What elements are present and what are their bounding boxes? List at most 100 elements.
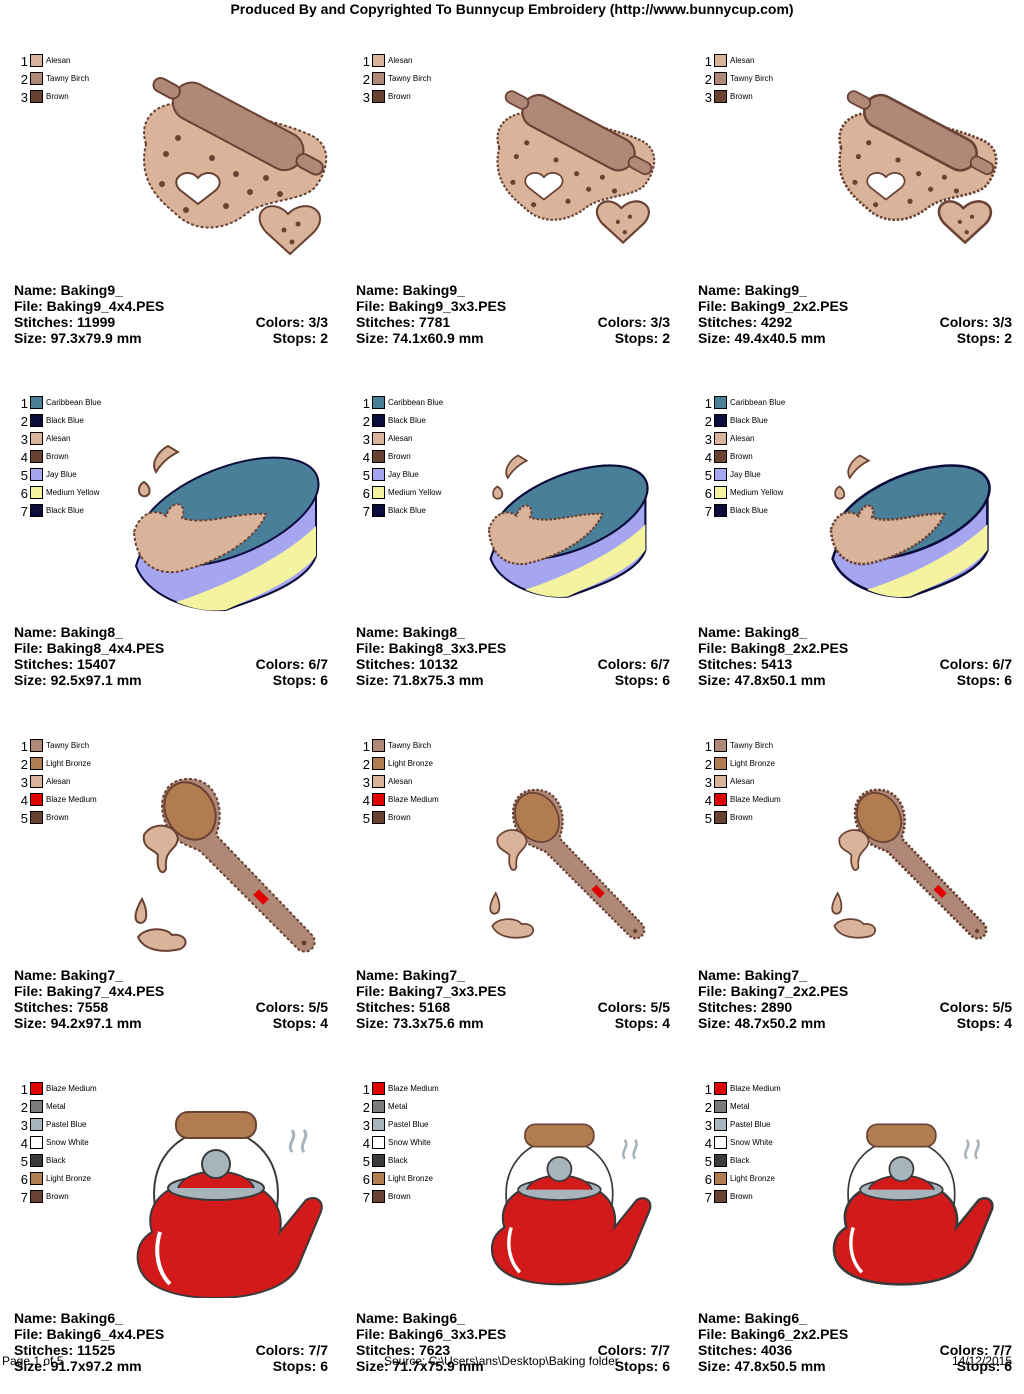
- file-name: File: Baking8_4x4.PES: [14, 640, 165, 656]
- thread-name: Brown: [388, 1192, 411, 1201]
- stop-count: Stops: 2: [272, 330, 328, 346]
- wooden-spoon-design: [134, 777, 316, 953]
- thread-swatch: [30, 72, 43, 85]
- design-size: Size: 49.4x40.5 mm: [698, 330, 826, 346]
- thread-swatch: [30, 432, 43, 445]
- thread-number: 4: [20, 793, 28, 808]
- thread-number: 5: [362, 1154, 370, 1169]
- thread-name: Light Bronze: [46, 759, 91, 768]
- thread-number: 4: [704, 450, 712, 465]
- thread-name: Blaze Medium: [388, 795, 439, 804]
- thread-name: Metal: [388, 1102, 408, 1111]
- thread-swatch: [372, 1136, 385, 1149]
- wooden-spoon-design: [831, 788, 988, 940]
- thread-swatch: [714, 54, 727, 67]
- thread-name: Alesan: [388, 777, 413, 786]
- thread-swatch: [714, 486, 727, 499]
- thread-swatch: [714, 811, 727, 824]
- color-count: Colors: 3/3: [939, 314, 1012, 330]
- thread-name: Caribbean Blue: [730, 398, 786, 407]
- thread-number: 3: [20, 1118, 28, 1133]
- thread-number: 6: [362, 1172, 370, 1187]
- thread-swatch: [372, 1118, 385, 1131]
- mixing-bowl-design: [132, 444, 320, 612]
- file-name: File: Baking8_2x2.PES: [698, 640, 849, 656]
- thread-swatch: [372, 1082, 385, 1095]
- thread-number: 1: [362, 54, 370, 69]
- rolling-pin-design: [496, 90, 656, 244]
- stop-count: Stops: 4: [614, 1015, 670, 1031]
- stitch-count: Stitches: 4292: [698, 314, 793, 330]
- thread-swatch: [30, 1100, 43, 1113]
- thread-swatch: [372, 396, 385, 409]
- tea-kettle-design: [136, 1111, 323, 1298]
- thread-number: 3: [362, 1118, 370, 1133]
- thread-swatch: [714, 90, 727, 103]
- thread-swatch: [30, 1118, 43, 1131]
- design-name: Name: Baking7_: [14, 967, 123, 983]
- thread-swatch: [30, 793, 43, 806]
- thread-name: Alesan: [730, 434, 755, 443]
- thread-number: 5: [704, 468, 712, 483]
- design-name: Name: Baking7_: [698, 967, 807, 983]
- design-image: [490, 1123, 652, 1286]
- thread-swatch: [30, 1136, 43, 1149]
- thread-name: Blaze Medium: [730, 795, 781, 804]
- thread-number: 2: [704, 757, 712, 772]
- thread-number: 7: [20, 1190, 28, 1205]
- thread-swatch: [714, 432, 727, 445]
- thread-number: 4: [20, 1136, 28, 1151]
- thread-number: 6: [20, 486, 28, 501]
- color-count: Colors: 7/7: [597, 1342, 670, 1358]
- thread-name: Black Blue: [730, 506, 768, 515]
- thread-name: Alesan: [388, 434, 413, 443]
- mixing-bowl-design: [487, 454, 649, 598]
- thread-name: Light Bronze: [388, 1174, 433, 1183]
- page-footer: Page 1 of 5 Source: C:\Users\ans\Desktop…: [0, 1354, 1024, 1370]
- thread-name: Brown: [730, 452, 753, 461]
- thread-swatch: [30, 1172, 43, 1185]
- thread-name: Brown: [46, 1192, 69, 1201]
- color-count: Colors: 5/5: [255, 999, 328, 1015]
- thread-swatch: [30, 486, 43, 499]
- file-name: File: Baking7_3x3.PES: [356, 983, 507, 999]
- color-count: Colors: 5/5: [597, 999, 670, 1015]
- thread-number: 1: [20, 54, 28, 69]
- design-name: Name: Baking7_: [356, 967, 465, 983]
- thread-number: 7: [362, 1190, 370, 1205]
- thread-swatch: [30, 414, 43, 427]
- thread-number: 2: [20, 72, 28, 87]
- thread-number: 2: [362, 72, 370, 87]
- thread-name: Alesan: [46, 777, 71, 786]
- thread-name: Alesan: [730, 56, 755, 65]
- thread-number: 3: [704, 432, 712, 447]
- thread-number: 4: [20, 450, 28, 465]
- design-image: [829, 454, 991, 598]
- thread-number: 3: [20, 90, 28, 105]
- thread-name: Black Blue: [46, 416, 84, 425]
- thread-name: Blaze Medium: [730, 1084, 781, 1093]
- thread-name: Metal: [46, 1102, 66, 1111]
- thread-name: Jay Blue: [46, 470, 77, 479]
- design-image: [831, 788, 988, 940]
- thread-swatch: [372, 1100, 385, 1113]
- stop-count: Stops: 2: [956, 330, 1012, 346]
- thread-number: 2: [20, 414, 28, 429]
- thread-number: 1: [20, 1082, 28, 1097]
- thread-swatch: [30, 90, 43, 103]
- file-name: File: Baking6_2x2.PES: [698, 1326, 849, 1342]
- thread-number: 1: [362, 396, 370, 411]
- thread-swatch: [714, 504, 727, 517]
- thread-swatch: [372, 757, 385, 770]
- thread-number: 2: [20, 1100, 28, 1115]
- thread-swatch: [30, 504, 43, 517]
- thread-name: Alesan: [730, 777, 755, 786]
- thread-number: 4: [704, 1136, 712, 1151]
